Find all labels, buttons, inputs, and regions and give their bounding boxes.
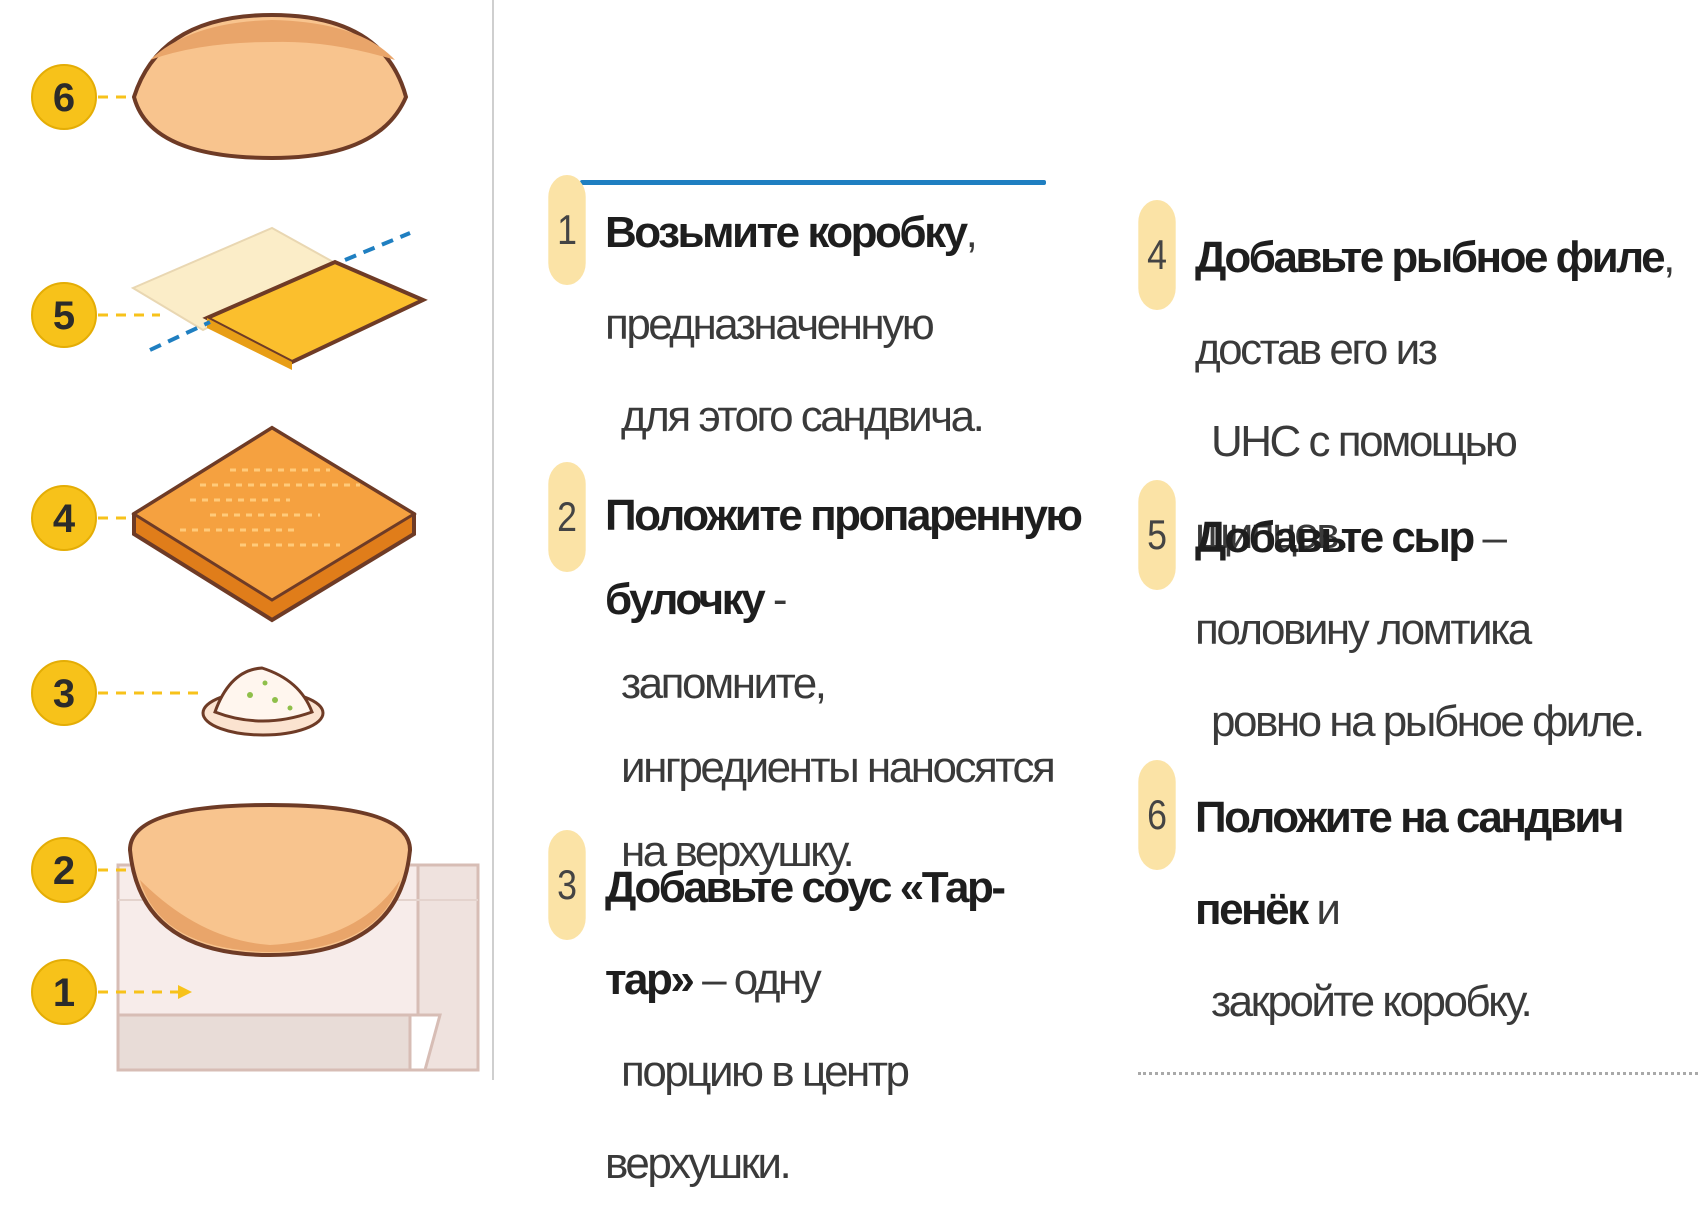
step-description: ровно на рыбное филе. <box>1211 697 1645 746</box>
step-description: UHC с помощью щипцов. <box>1195 417 1518 558</box>
step-title-rest: – одну <box>692 955 822 1004</box>
step-number: 5 <box>1138 480 1176 590</box>
step-description: для этого сандвича. <box>621 392 985 441</box>
step-number: 3 <box>548 830 586 940</box>
step-title: Добавьте рыбное филе <box>1195 233 1666 282</box>
layer-badge-2: 2 <box>31 837 97 903</box>
step-title: Положите пропаренную булочку <box>605 491 1083 624</box>
step-text: Добавьте рыбное филе, достав его из UHC … <box>1195 212 1675 580</box>
half-cheese-slice-icon <box>130 226 428 370</box>
step-description: порцию в центр верхушки. <box>605 1047 910 1188</box>
step-text: Добавьте соус «Тар-тар» – одну порцию в … <box>605 842 1085 1210</box>
step-title: Добавьте соус «Тар-тар» <box>605 863 1006 1004</box>
connector-lines <box>98 95 200 994</box>
step-description: запомните, ингредиенты наносятся на верх… <box>621 659 1056 876</box>
layer-badge-1: 1 <box>31 959 97 1025</box>
step-text: Возьмите коробку, предназначенную для эт… <box>605 187 1085 463</box>
vertical-divider <box>492 0 494 1080</box>
step-title: Положите на сандвич пенёк <box>1195 793 1624 934</box>
step-text: Положите на сандвич пенёк и закройте кор… <box>1195 772 1675 1048</box>
step-number: 1 <box>548 175 586 285</box>
step-number: 4 <box>1138 200 1176 310</box>
tartar-sauce-icon <box>201 666 325 737</box>
svg-text:4: 4 <box>53 497 76 541</box>
layer-badge-3: 3 <box>31 660 97 726</box>
sandwich-assembly-illustration: 6 5 4 3 2 1 <box>31 12 480 1072</box>
step-number: 2 <box>548 462 586 572</box>
arrow-icon <box>178 985 192 999</box>
step-title: Добавьте сыр <box>1195 513 1475 562</box>
layer-badge-5: 5 <box>31 282 97 348</box>
step-title-rest: - <box>763 575 788 624</box>
svg-text:5: 5 <box>53 294 75 338</box>
layer-badge-4: 4 <box>31 485 97 551</box>
step-title-rest: и <box>1306 885 1341 934</box>
top-bun-icon <box>131 12 409 161</box>
step-number: 6 <box>1138 760 1176 870</box>
step-text: Положите пропаренную булочку - запомните… <box>605 474 1085 894</box>
fish-fillet-icon <box>131 425 417 623</box>
step-description: закройте коробку. <box>1211 977 1533 1026</box>
step-title-rest: , предназначенную <box>605 208 978 349</box>
step-title: Возьмите коробку <box>605 208 968 257</box>
svg-text:3: 3 <box>53 672 75 716</box>
step-text: Добавьте сыр – половину ломтика ровно на… <box>1195 492 1675 768</box>
svg-text:1: 1 <box>53 971 75 1015</box>
svg-text:2: 2 <box>53 849 75 893</box>
accent-line <box>580 180 1046 185</box>
step-title-rest: , достав его из <box>1195 233 1675 374</box>
svg-text:6: 6 <box>53 76 75 120</box>
dotted-separator <box>1138 1072 1698 1075</box>
bottom-bun-icon <box>127 802 413 958</box>
step-title-rest: – половину ломтика <box>1195 513 1532 654</box>
layer-badge-6: 6 <box>31 64 97 130</box>
